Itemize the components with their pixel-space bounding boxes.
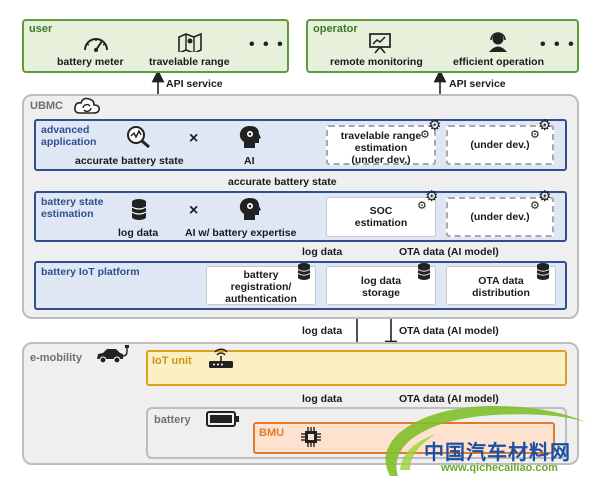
- gear-icon: ⚙: [538, 188, 552, 205]
- bmu-title: BMU: [259, 427, 285, 439]
- magnifier-chart-icon: [127, 126, 150, 149]
- estimation-item-log-data: log data: [118, 227, 159, 239]
- advanced-times-sign: ×: [189, 130, 199, 147]
- user-item-battery-meter: battery meter: [57, 56, 124, 68]
- estimation-item-ai-expertise: AI w/ battery expertise: [185, 227, 297, 239]
- operator-item-efficient-operation: efficient operation: [453, 56, 545, 68]
- map-icon: [178, 32, 202, 52]
- advanced-under-dev-box: (under dev.): [446, 125, 554, 165]
- user-more: • • •: [249, 36, 285, 53]
- soc-estimation-box: SOC estimation: [326, 197, 436, 237]
- electric-car-icon: [97, 345, 129, 364]
- advanced-item-ai: AI: [244, 155, 255, 167]
- operator-item-remote-monitoring: remote monitoring: [330, 56, 423, 68]
- operator-title: operator: [313, 23, 358, 35]
- registration-authentication-box: battery registration/ authentication: [206, 266, 316, 305]
- router-icon: [209, 348, 233, 368]
- ai-head-icon: [239, 198, 261, 220]
- advanced-application-title: advanced application: [41, 124, 97, 148]
- gear-icon: ⚙: [417, 200, 427, 212]
- log-data-storage-box: log data storage: [326, 266, 436, 305]
- user-item-travelable-range: travelable range: [149, 56, 230, 68]
- chip-icon: [301, 427, 321, 447]
- gear-icon: ⚙: [428, 117, 442, 134]
- gear-icon: ⚙: [420, 129, 430, 141]
- gear-icon: ⚙: [425, 188, 439, 205]
- api-service-label-left: API service: [166, 78, 223, 90]
- user-box: [22, 19, 289, 73]
- e-mobility-title: e-mobility: [30, 352, 82, 364]
- ubmc-ota-data-label: OTA data (AI model): [399, 246, 499, 258]
- speedometer-icon: [84, 38, 108, 52]
- gear-icon: ⚙: [538, 117, 552, 134]
- ota-data-distribution-box: OTA data distribution: [446, 266, 556, 305]
- operator-headset-icon: [489, 32, 507, 52]
- watermark-logo-icon: [385, 405, 586, 476]
- estimation-under-dev-box: (under dev.): [446, 197, 554, 237]
- ubmc-log-data-label: log data: [302, 246, 343, 258]
- watermark-cn-text: 中国汽车材料网: [424, 440, 571, 464]
- cloud-ota-data-label: OTA data (AI model): [399, 325, 499, 337]
- cloud-log-data-label: log data: [302, 325, 343, 337]
- operator-box: [306, 19, 579, 73]
- database-icon: [297, 263, 311, 280]
- api-service-label-right: API service: [449, 78, 506, 90]
- ai-head-icon: [239, 126, 261, 148]
- user-title: user: [29, 23, 53, 35]
- battery-iot-platform-title: battery IoT platform: [41, 266, 140, 278]
- battery-title: battery: [154, 414, 191, 426]
- gear-icon: ⚙: [530, 129, 540, 141]
- database-icon: [131, 199, 147, 220]
- battery-icon: [206, 411, 239, 427]
- operator-more: • • •: [540, 36, 576, 53]
- cloud-sync-icon: [74, 97, 100, 114]
- battery-state-estimation-title: battery state estimation: [41, 196, 104, 220]
- estimation-times-sign: ×: [189, 202, 199, 219]
- accurate-battery-state-link-label: accurate battery state: [228, 176, 337, 188]
- database-icon: [417, 263, 431, 280]
- bmu-log-data-label: log data: [302, 393, 343, 405]
- ubmc-title: UBMC: [30, 100, 63, 112]
- bmu-ota-data-label: OTA data (AI model): [399, 393, 499, 405]
- travelable-range-estimation-box: travelable range estimation (under dev.): [326, 125, 436, 166]
- gear-icon: ⚙: [530, 200, 540, 212]
- advanced-item-accurate-state: accurate battery state: [75, 155, 184, 167]
- iot-unit-title: IoT unit: [152, 355, 192, 367]
- presentation-board-icon: [369, 33, 391, 54]
- watermark-url: www.qichecailiao.com: [441, 462, 558, 474]
- database-icon: [536, 263, 550, 280]
